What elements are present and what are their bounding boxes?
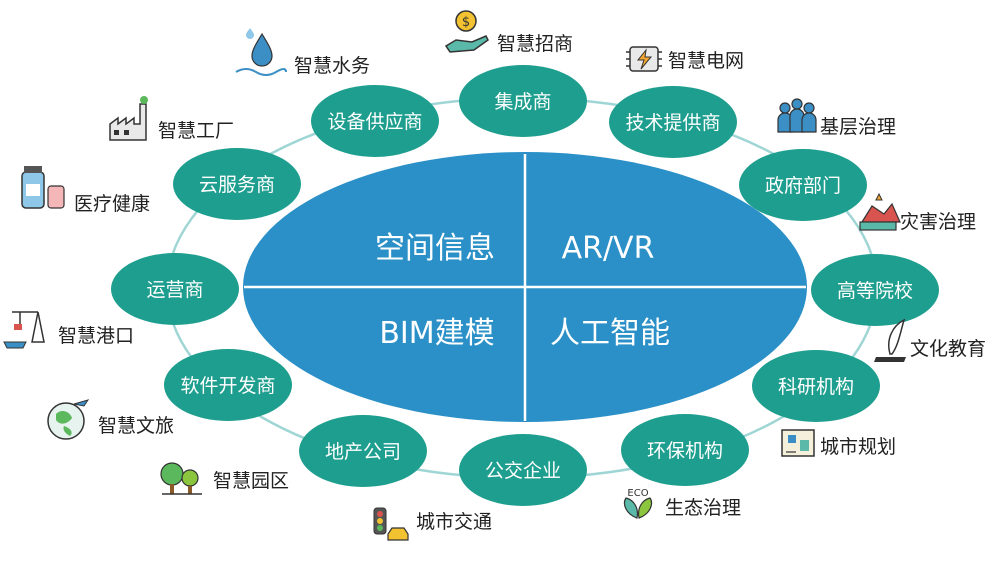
ring-node-label: 集成商 [494, 91, 551, 113]
ring-node-university: 高等院校 [811, 254, 939, 326]
ring-node-label: 高等院校 [837, 280, 913, 302]
chip-bolt-icon [626, 46, 662, 72]
ring-node-label: 运营商 [146, 279, 203, 301]
ring-node-label: 云服务商 [199, 174, 275, 196]
ring-node-env-protection: 环保机构 [621, 414, 749, 486]
globe-plane-icon [47, 399, 90, 440]
people-group-icon [777, 98, 817, 133]
quadrant-bim: BIM建模 [379, 316, 494, 351]
ring-node-software-developer: 软件开发商 [164, 349, 292, 421]
ring-node-label: 政府部门 [765, 175, 841, 197]
ring-node-label: 技术提供商 [625, 112, 720, 134]
quadrant-ar-vr: AR/VR [562, 231, 655, 266]
app-label: 医疗健康 [74, 193, 150, 215]
app-smart-investment: $ 智慧招商 [444, 10, 573, 55]
ring-node-operator: 运营商 [111, 253, 239, 325]
ring-node-government: 政府部门 [739, 149, 867, 221]
ring-node-real-estate: 地产公司 [299, 415, 427, 487]
ring-node-tech-provider: 技术提供商 [609, 86, 737, 158]
core-technology-ellipse: 空间信息 AR/VR BIM建模 人工智能 [243, 152, 807, 422]
app-label: 智慧招商 [497, 33, 573, 55]
app-label: 智慧水务 [294, 55, 370, 77]
app-label: 智慧园区 [213, 470, 289, 492]
quadrant-spatial-info: 空间信息 [375, 231, 495, 266]
app-ecological-governance: ECO 生态治理 [623, 488, 741, 519]
app-smart-port: 智慧港口 [3, 311, 134, 349]
blueprint-icon [781, 429, 815, 457]
app-smart-grid: 智慧电网 [626, 46, 744, 72]
app-healthcare: 医疗健康 [21, 166, 150, 215]
ring-node-label: 地产公司 [325, 441, 401, 463]
app-label: 智慧文旅 [98, 415, 174, 437]
quill-book-icon [874, 318, 906, 362]
app-label: 灾害治理 [900, 211, 976, 233]
ring-node-public-enterprise: 公交企业 [459, 434, 587, 506]
medicine-icon [21, 166, 65, 209]
ring-node-label: 设备供应商 [327, 111, 422, 133]
ring-node-label: 软件开发商 [180, 375, 275, 397]
svg-text:$: $ [462, 15, 470, 30]
hand-coin-icon: $ [444, 10, 489, 53]
factory-icon [109, 96, 148, 141]
port-crane-icon [3, 311, 45, 349]
app-label: 智慧工厂 [158, 120, 234, 142]
app-smart-factory: 智慧工厂 [109, 96, 234, 142]
app-label: 智慧港口 [58, 325, 134, 347]
eco-leaf-icon: ECO [623, 488, 653, 519]
ring-node-label: 环保机构 [647, 440, 723, 462]
disaster-icon [859, 192, 901, 231]
app-label: 智慧电网 [668, 50, 744, 72]
app-culture-education: 文化教育 [874, 318, 986, 362]
app-urban-planning: 城市规划 [781, 429, 896, 458]
ring-node-cloud-provider: 云服务商 [173, 148, 301, 220]
traffic-light-car-icon [373, 507, 409, 541]
ring-node-system-integrator: 集成商 [459, 65, 587, 137]
app-smart-park: 智慧园区 [160, 462, 289, 495]
app-grassroots-governance: 基层治理 [777, 98, 896, 138]
app-urban-transport: 城市交通 [373, 507, 492, 541]
svg-text:ECO: ECO [627, 488, 648, 499]
app-smart-water: 智慧水务 [235, 28, 370, 77]
app-label: 城市规划 [820, 436, 896, 458]
app-label: 城市交通 [416, 511, 492, 533]
ring-node-label: 公交企业 [485, 460, 561, 482]
park-tree-icon [160, 462, 202, 495]
quadrant-ai: 人工智能 [550, 316, 670, 351]
app-disaster-governance: 灾害治理 [859, 192, 976, 233]
ring-node-research-institute: 科研机构 [752, 350, 880, 422]
ring-node-label: 科研机构 [778, 376, 854, 398]
app-label: 文化教育 [910, 338, 986, 360]
ring-node-equipment-supplier: 设备供应商 [311, 85, 439, 157]
app-label: 生态治理 [665, 497, 741, 519]
app-smart-tourism: 智慧文旅 [47, 399, 174, 440]
app-label: 基层治理 [820, 116, 896, 138]
water-drop-icon [235, 28, 287, 76]
